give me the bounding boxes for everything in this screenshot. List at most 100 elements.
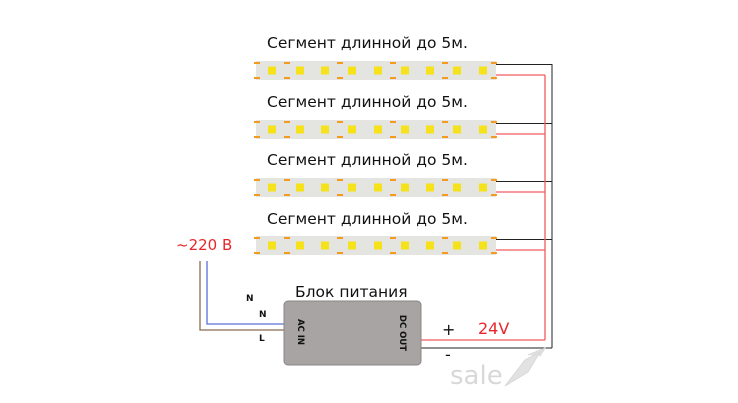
led-chip xyxy=(453,66,461,75)
solder-pad xyxy=(442,252,448,254)
wire-label-l: L xyxy=(259,334,265,344)
led-chip xyxy=(296,66,304,75)
led-chip xyxy=(401,125,409,134)
led-chip xyxy=(321,241,329,250)
psu-output-label: DC OUT xyxy=(397,314,408,352)
solder-pad xyxy=(390,252,396,254)
solder-pad xyxy=(390,77,396,79)
solder-pad xyxy=(284,252,290,254)
led-chip xyxy=(479,183,487,192)
led-chip xyxy=(321,183,329,192)
solder-pad xyxy=(284,77,290,79)
sale-logo-icon xyxy=(504,346,547,387)
solder-pad xyxy=(284,121,290,123)
solder-pad xyxy=(337,136,343,138)
solder-pad xyxy=(442,237,448,239)
power-supply-box xyxy=(283,300,422,366)
mains-voltage-label: ~220 В xyxy=(176,236,233,254)
solder-pad xyxy=(442,194,448,196)
live-wire xyxy=(199,261,285,331)
led-chip xyxy=(268,66,276,75)
solder-pad xyxy=(491,121,497,123)
led-chip xyxy=(374,183,382,192)
led-chip xyxy=(374,66,382,75)
solder-pad xyxy=(284,136,290,138)
solder-pad xyxy=(254,237,260,239)
solder-pad xyxy=(491,77,497,79)
led-chip xyxy=(401,241,409,250)
plus-label: + xyxy=(442,320,456,339)
led-chip xyxy=(321,66,329,75)
psu-title: Блок питания xyxy=(295,283,408,301)
solder-pad xyxy=(491,252,497,254)
led-chip xyxy=(268,125,276,134)
wire-label-n: N xyxy=(259,310,267,320)
led-chip xyxy=(348,125,356,134)
wire-label-n-top: N xyxy=(246,294,254,304)
solder-pad xyxy=(254,62,260,64)
led-chip xyxy=(479,241,487,250)
led-chip xyxy=(426,241,434,250)
solder-pad xyxy=(390,179,396,181)
solder-pad xyxy=(284,62,290,64)
segment-label-4: Сегмент длинной до 5м. xyxy=(267,210,468,228)
psu-input-label: AC IN xyxy=(295,318,306,346)
led-chip xyxy=(268,241,276,250)
solder-pad xyxy=(491,194,497,196)
led-chip xyxy=(426,125,434,134)
solder-pad xyxy=(337,252,343,254)
solder-pad xyxy=(254,252,260,254)
led-chip xyxy=(453,125,461,134)
solder-pad xyxy=(254,179,260,181)
solder-pad xyxy=(442,136,448,138)
solder-pad xyxy=(491,62,497,64)
solder-pad xyxy=(337,77,343,79)
led-chip xyxy=(401,66,409,75)
solder-pad xyxy=(254,194,260,196)
led-chip xyxy=(348,66,356,75)
led-chip xyxy=(453,241,461,250)
solder-pad xyxy=(390,62,396,64)
led-chip xyxy=(296,183,304,192)
solder-pad xyxy=(284,237,290,239)
solder-pad xyxy=(254,77,260,79)
solder-pad xyxy=(442,121,448,123)
led-chip xyxy=(453,183,461,192)
led-chip xyxy=(479,125,487,134)
solder-pad xyxy=(254,136,260,138)
led-chip xyxy=(296,241,304,250)
segment-label-3: Сегмент длинной до 5м. xyxy=(267,151,468,169)
led-chip xyxy=(348,183,356,192)
minus-label: - xyxy=(445,345,451,364)
solder-pad xyxy=(337,62,343,64)
solder-pad xyxy=(337,179,343,181)
solder-pad xyxy=(390,136,396,138)
solder-pad xyxy=(337,194,343,196)
led-chip xyxy=(321,125,329,134)
led-chip xyxy=(374,125,382,134)
led-chip xyxy=(401,183,409,192)
led-chip xyxy=(479,66,487,75)
led-chip xyxy=(348,241,356,250)
led-chip xyxy=(374,241,382,250)
watermark: sale xyxy=(450,361,503,391)
neutral-wire xyxy=(206,261,285,325)
solder-pad xyxy=(491,237,497,239)
solder-pad xyxy=(337,121,343,123)
led-chip xyxy=(268,183,276,192)
segment-label-1: Сегмент длинной до 5м. xyxy=(267,34,468,52)
led-chip xyxy=(296,125,304,134)
solder-pad xyxy=(284,179,290,181)
solder-pad xyxy=(390,237,396,239)
solder-pad xyxy=(390,121,396,123)
solder-pad xyxy=(284,194,290,196)
led-chip xyxy=(426,183,434,192)
solder-pad xyxy=(337,237,343,239)
output-voltage-label: 24V xyxy=(478,319,510,338)
solder-pad xyxy=(442,62,448,64)
solder-pad xyxy=(442,179,448,181)
solder-pad xyxy=(491,136,497,138)
solder-pad xyxy=(442,77,448,79)
segment-label-2: Сегмент длинной до 5м. xyxy=(267,93,468,111)
